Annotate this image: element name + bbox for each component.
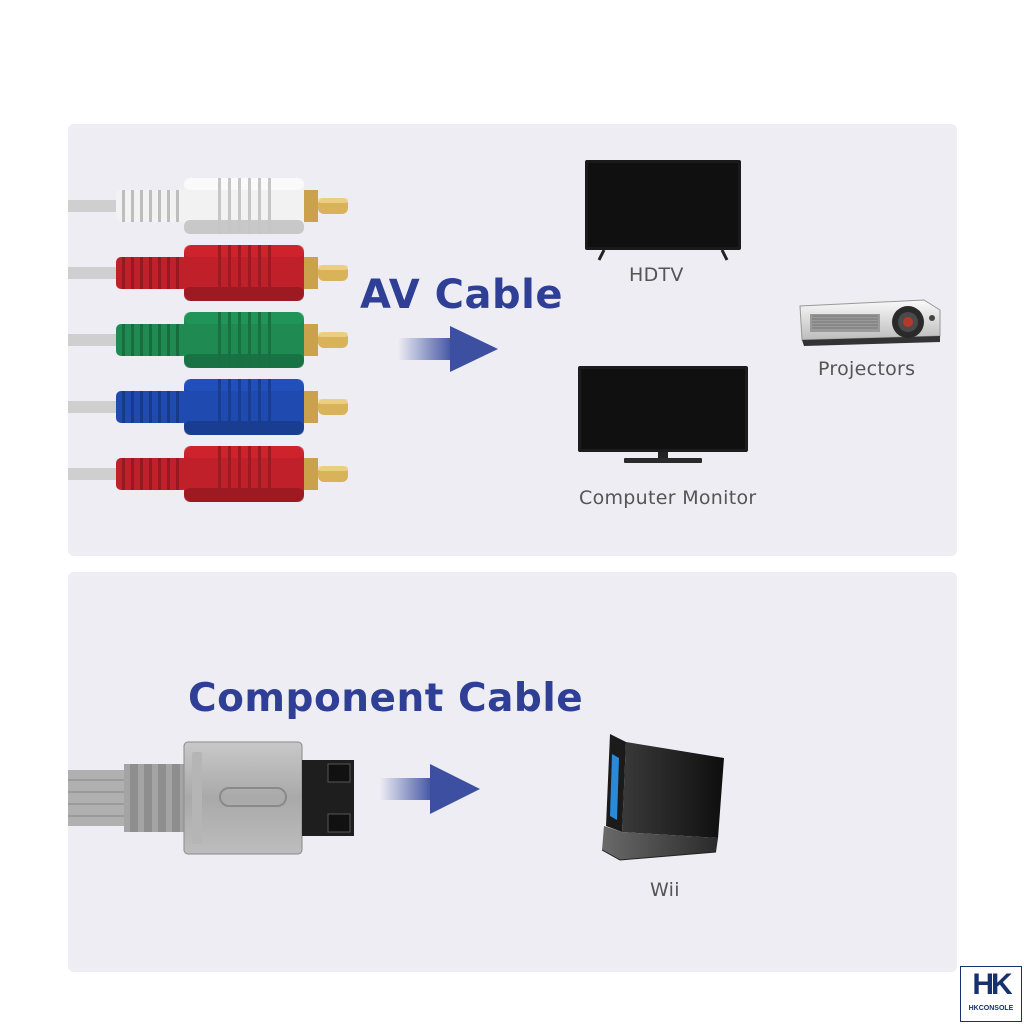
component-cable-panel: Component Cable (68, 572, 957, 972)
hdtv-label: HDTV (629, 264, 684, 286)
monitor-icon (578, 366, 748, 463)
projector-icon (799, 299, 941, 346)
hdtv-icon (585, 160, 741, 261)
arrow-right-icon (380, 764, 480, 814)
component-cable-title: Component Cable (188, 676, 584, 721)
rca-plug (68, 312, 348, 368)
wii-label: Wii (650, 879, 680, 901)
logo-mark: HK (972, 968, 1012, 1001)
rca-plug (68, 245, 348, 301)
logo-text: HKCONSOLE (968, 1005, 1014, 1012)
projectors-label: Projectors (818, 358, 916, 380)
hkconsole-logo: HK HKCONSOLE (960, 966, 1022, 1022)
wii-av-connector-illustration (68, 741, 354, 855)
rca-plug (68, 379, 348, 435)
rca-plug (68, 178, 348, 234)
av-cable-panel: AV Cable HDTV (68, 124, 957, 556)
computer-monitor-label: Computer Monitor (579, 487, 757, 509)
wii-console-icon (601, 734, 724, 861)
rca-plugs-illustration (68, 178, 348, 502)
rca-plug (68, 446, 348, 502)
arrow-right-icon (398, 326, 498, 372)
av-cable-title: AV Cable (360, 272, 563, 318)
